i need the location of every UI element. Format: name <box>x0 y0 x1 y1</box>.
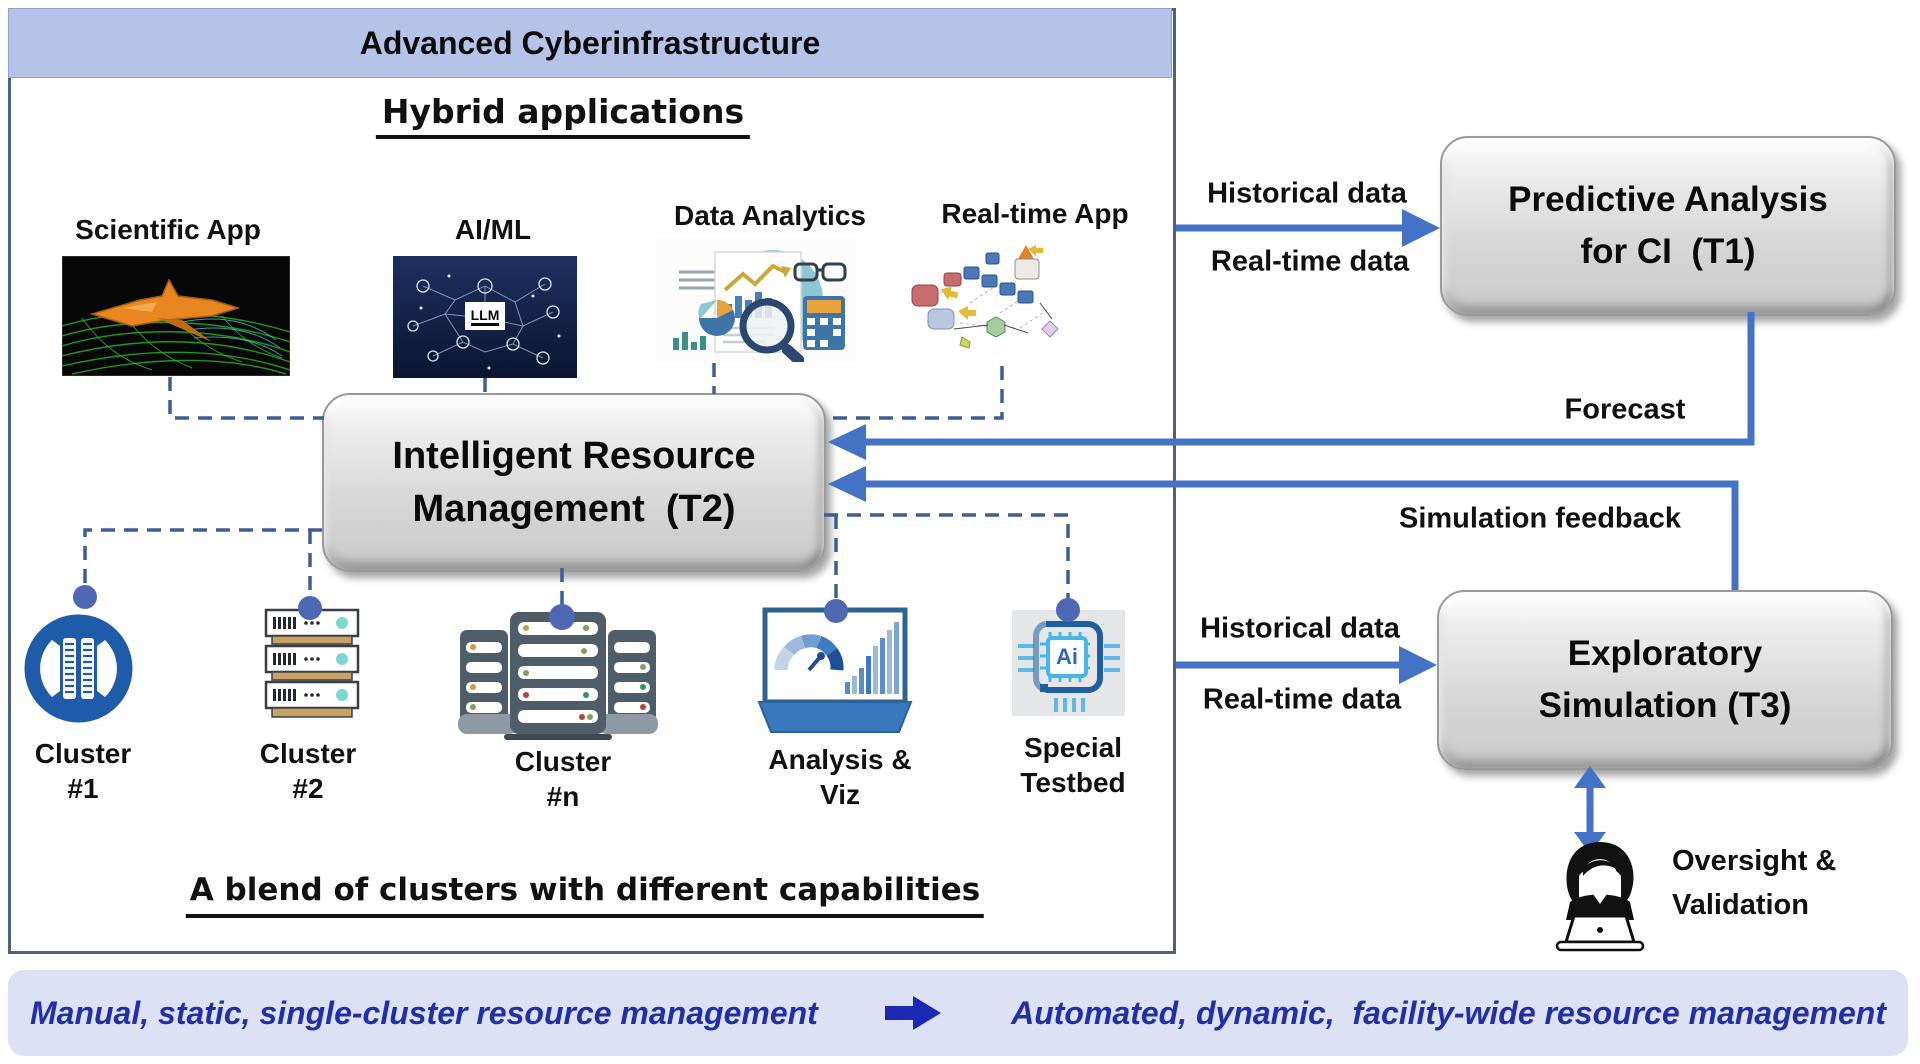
t1-line2: for CI (T1) <box>1580 232 1756 271</box>
banner-right-text: Automated, dynamic, facility-wide resour… <box>1011 994 1886 1031</box>
container-header: Advanced Cyberinfrastructure <box>8 8 1172 78</box>
forecast-label: Forecast <box>1564 393 1686 426</box>
t2-line1: Intelligent Resource <box>392 435 756 478</box>
oversight-person-icon <box>1544 838 1656 961</box>
oversight-validation-label: Oversight & Validation <box>1672 845 1837 921</box>
special-testbed-icon: Ai <box>1012 610 1127 723</box>
intelligent-resource-management-box: Intelligent Resource Management (T2) <box>322 393 826 572</box>
cluster-n-label: Cluster#n <box>514 746 612 812</box>
scientific-app-image <box>61 255 291 381</box>
ai-chip-label: Ai <box>1056 644 1078 669</box>
llm-network-icon: LLM <box>393 256 577 378</box>
jet-simulation-icon <box>61 255 291 377</box>
analysis-viz-label: Analysis &Viz <box>768 744 912 810</box>
llm-badge: LLM <box>471 307 500 323</box>
analytics-clipart-icon <box>655 238 857 366</box>
t3-line2: Simulation (T3) <box>1538 686 1792 725</box>
t1-arrowhead <box>1402 209 1440 247</box>
t2-line2: Management (T2) <box>412 487 736 530</box>
cluster1-label: Cluster#1 <box>34 738 132 804</box>
bottom-banner: Manual, static, single-cluster resource … <box>8 970 1908 1056</box>
cluster1-icon <box>22 612 135 730</box>
workflow-diagram-icon <box>900 233 1087 360</box>
t3-line1: Exploratory <box>1567 633 1763 673</box>
scientific-app-label: Scientific App <box>75 214 261 245</box>
hybrid-applications-heading: Hybrid applications <box>375 92 751 139</box>
t3-historical-data-label: Historical data <box>1200 612 1400 645</box>
simulation-feedback-label: Simulation feedback <box>1398 502 1682 535</box>
t1-line1: Predictive Analysis <box>1508 179 1828 219</box>
banner-left-text: Manual, static, single-cluster resource … <box>30 994 818 1031</box>
t3-arrowhead <box>1399 646 1437 684</box>
page-title: Advanced Cyberinfrastructure <box>359 24 821 61</box>
t3-realtime-data-label: Real-time data <box>1202 683 1402 716</box>
realtime-app-label: Real-time App <box>941 198 1129 229</box>
t1-historical-data-label: Historical data <box>1207 177 1407 210</box>
banner-arrow-icon <box>885 996 942 1030</box>
realtime-app-image <box>900 233 1087 365</box>
aiml-image: LLM <box>393 256 577 383</box>
blend-of-clusters-note: A blend of clusters with different capab… <box>185 872 985 918</box>
cluster2-label: Cluster#2 <box>259 738 357 804</box>
t1-realtime-data-label: Real-time data <box>1210 245 1410 278</box>
predictive-analysis-box: Predictive Analysis for CI (T1) <box>1440 136 1896 316</box>
analysis-viz-icon <box>753 606 918 739</box>
exploratory-simulation-box: Exploratory Simulation (T3) <box>1437 590 1893 770</box>
cluster-n-icon <box>458 610 658 745</box>
cluster2-icon <box>262 606 362 726</box>
data-analytics-label: Data Analytics <box>674 200 866 231</box>
aiml-label: AI/ML <box>454 214 532 245</box>
data-analytics-image <box>655 238 857 367</box>
